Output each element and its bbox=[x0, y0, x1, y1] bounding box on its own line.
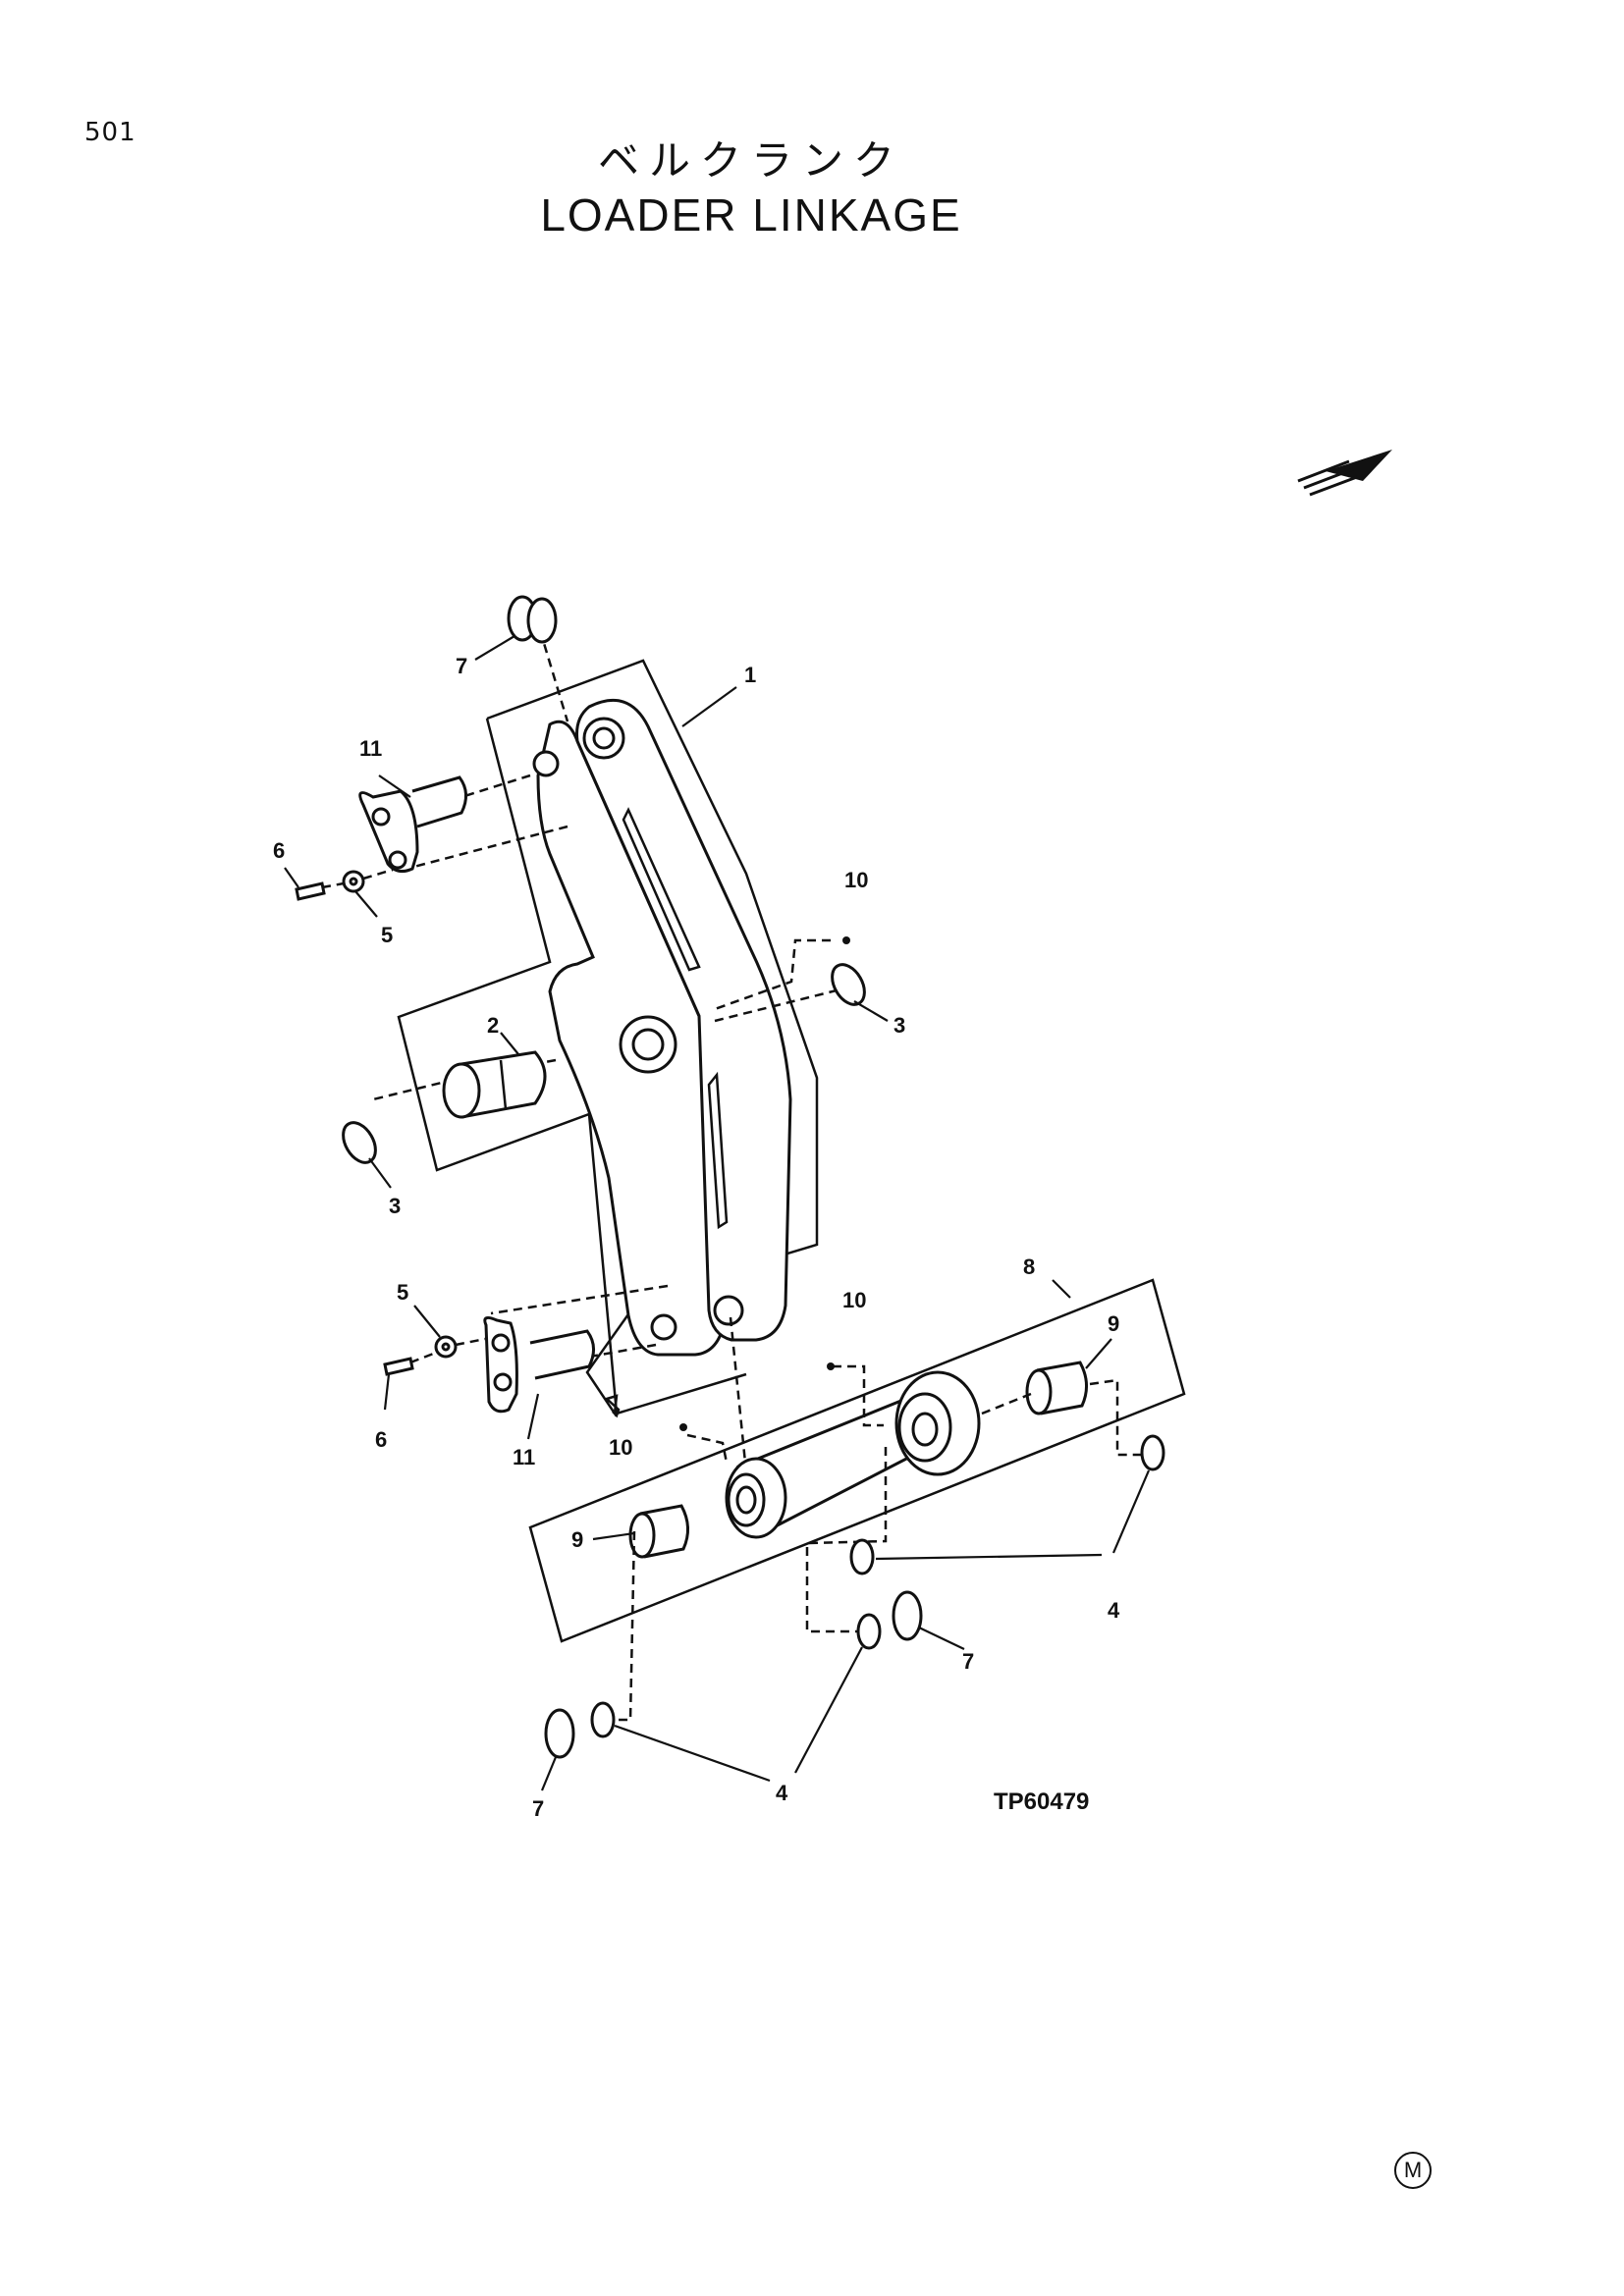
bellcrank-group-frame bbox=[486, 659, 819, 1418]
link-8 bbox=[725, 1370, 981, 1539]
pin-11-lower bbox=[483, 1315, 595, 1414]
page-number: 501 bbox=[84, 118, 136, 147]
callout-7-right: 7 bbox=[962, 1649, 974, 1674]
callout-9-right: 9 bbox=[1108, 1311, 1119, 1336]
seal-4-left bbox=[590, 1701, 616, 1738]
seal-4-lower bbox=[856, 1613, 882, 1650]
pin-2 bbox=[442, 1050, 547, 1119]
bellcrank-group-frame-lower bbox=[397, 718, 747, 1415]
callout-11-upper: 11 bbox=[359, 736, 382, 761]
title-english: LOADER LINKAGE bbox=[540, 189, 962, 240]
seal-4-right bbox=[1140, 1434, 1165, 1471]
bolt-6-lower bbox=[383, 1357, 414, 1376]
callout-4-lower: 4 bbox=[776, 1781, 788, 1805]
callout-10-left: 10 bbox=[609, 1435, 632, 1460]
callout-1: 1 bbox=[744, 663, 756, 687]
callout-3-right: 3 bbox=[893, 1013, 905, 1038]
callout-5-lower: 5 bbox=[397, 1280, 408, 1305]
callout-10-upper: 10 bbox=[844, 868, 868, 892]
callout-6-upper: 6 bbox=[273, 838, 285, 863]
callout-5-upper: 5 bbox=[381, 923, 393, 947]
fitting-10-left bbox=[679, 1423, 687, 1431]
bellcrank-right-plate bbox=[575, 698, 792, 1342]
callout-6-lower: 6 bbox=[375, 1427, 387, 1452]
callout-4-right: 4 bbox=[1108, 1598, 1120, 1623]
pin-11-upper bbox=[358, 775, 467, 874]
title-japanese: ベルクランク bbox=[597, 136, 904, 185]
link-group-frame bbox=[528, 1278, 1186, 1643]
callout-11-lower: 11 bbox=[513, 1445, 535, 1469]
fitting-10-upper bbox=[842, 936, 850, 944]
manual-mark-icon: M bbox=[1394, 2152, 1432, 2189]
callout-3-left: 3 bbox=[389, 1194, 401, 1218]
bolt-6-upper bbox=[295, 881, 326, 901]
shim-7-left bbox=[544, 1708, 575, 1759]
bushing-9-left bbox=[628, 1504, 689, 1559]
callout-7-left: 7 bbox=[532, 1796, 544, 1821]
direction-arrow-icon bbox=[1297, 450, 1392, 497]
shim-7-right bbox=[892, 1590, 923, 1641]
seal-3-right bbox=[831, 963, 866, 1006]
callout-8: 8 bbox=[1023, 1255, 1035, 1279]
seal-3-left bbox=[342, 1121, 377, 1164]
drawing-number: TP60479 bbox=[994, 1789, 1090, 1815]
bushing-9-right bbox=[1025, 1361, 1088, 1415]
callout-10-middle: 10 bbox=[842, 1288, 866, 1312]
seal-4-center bbox=[849, 1538, 875, 1575]
callout-2: 2 bbox=[487, 1013, 499, 1038]
fitting-10-middle bbox=[827, 1362, 835, 1370]
callout-7-top: 7 bbox=[456, 654, 467, 678]
callout-9-left: 9 bbox=[571, 1527, 583, 1552]
